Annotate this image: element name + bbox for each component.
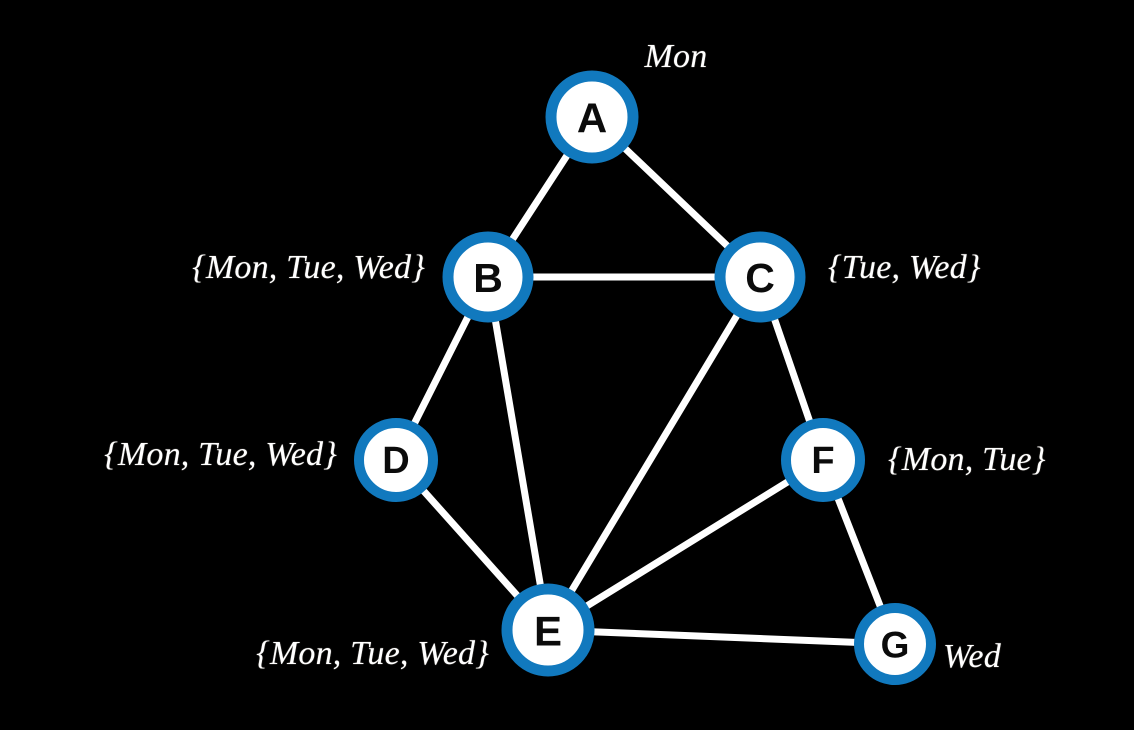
node-e-letter: E — [534, 608, 562, 655]
node-g[interactable]: G — [854, 603, 936, 685]
node-f[interactable]: F — [781, 418, 865, 502]
node-a-circle — [545, 70, 639, 164]
node-b-letter: B — [473, 255, 503, 301]
domain-label-b: {Mon, Tue, Wed} — [192, 249, 425, 286]
node-a[interactable]: A — [545, 70, 639, 164]
edges-layer — [392, 113, 899, 648]
domain-label-a: Mon — [644, 38, 708, 75]
node-d-letter: D — [382, 440, 409, 482]
node-g-letter: G — [881, 625, 910, 666]
node-a-letter: A — [577, 95, 607, 142]
domain-label-e: {Mon, Tue, Wed} — [256, 635, 489, 672]
domain-label-g: Wed — [943, 638, 1001, 675]
node-f-letter: F — [811, 440, 834, 482]
node-f-circle — [781, 418, 865, 502]
node-d[interactable]: D — [354, 418, 438, 502]
node-e[interactable]: E — [501, 583, 595, 677]
node-b-circle — [442, 231, 534, 323]
domain-label-c: {Tue, Wed} — [828, 249, 981, 286]
domain-label-f: {Mon, Tue} — [888, 441, 1046, 478]
node-d-circle — [354, 418, 438, 502]
node-e-circle — [501, 583, 595, 677]
node-c-letter: C — [745, 255, 775, 301]
edge-b-e — [484, 273, 552, 634]
node-b[interactable]: B — [442, 231, 534, 323]
nodes-layer: A B C D E F G — [354, 70, 936, 685]
node-c[interactable]: C — [714, 231, 806, 323]
node-g-circle — [854, 603, 936, 685]
edge-c-e — [544, 273, 764, 634]
edge-e-f — [544, 456, 827, 634]
edge-e-g — [544, 626, 899, 648]
domain-label-d: {Mon, Tue, Wed} — [104, 436, 337, 473]
node-c-circle — [714, 231, 806, 323]
